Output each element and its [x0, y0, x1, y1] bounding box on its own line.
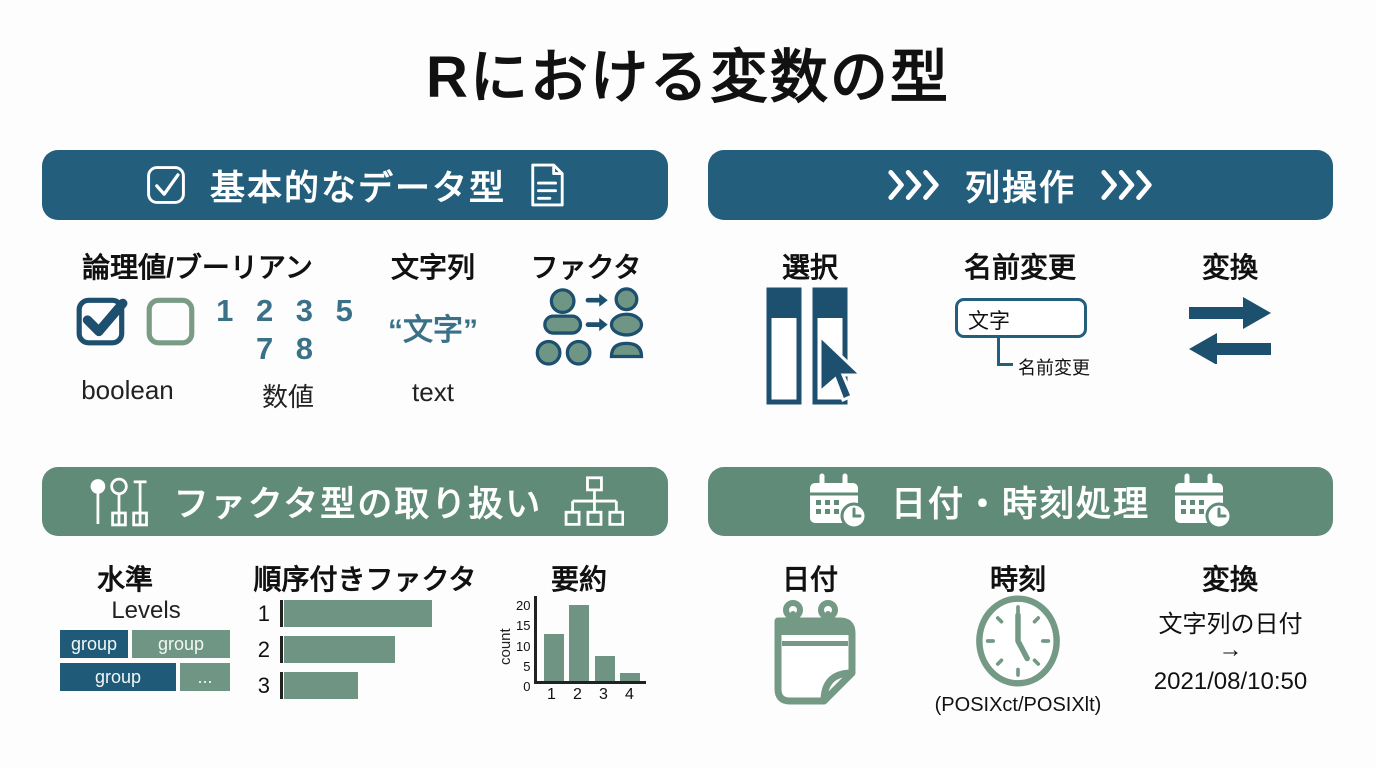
hbar-bar	[284, 600, 432, 627]
tick-label: 15	[516, 618, 531, 634]
date-heading: 日付	[781, 564, 838, 595]
summary-heading: 要約	[550, 564, 607, 595]
ordered-factor-chart: 1 2 3	[252, 600, 432, 699]
summary-bar	[594, 655, 615, 681]
levels-tag-row: group group	[60, 630, 230, 658]
ordered-factor-heading: 順序付きファクタ	[253, 564, 477, 595]
summary-bars	[534, 596, 647, 684]
tick-label: 2	[573, 686, 582, 703]
summary-bar	[569, 604, 590, 681]
convert-heading: 変換	[1201, 252, 1258, 283]
check-square-icon	[144, 163, 188, 207]
section-header-datetime-label: 日付・時刻処理	[890, 485, 1150, 524]
numeric-label: 数値	[261, 382, 314, 412]
level-tag: group	[60, 630, 128, 658]
boolean-heading: 論理値/ブーリアン	[82, 252, 313, 283]
summary-bar	[544, 634, 565, 681]
hbar-row: 1	[252, 600, 432, 627]
checked-checkbox-icon	[74, 292, 130, 348]
triple-chevron-right-icon	[885, 167, 943, 203]
rename-field: 文字	[955, 298, 1087, 338]
numeric-line2: 7 8	[255, 331, 321, 366]
hierarchy-icon	[564, 475, 625, 529]
tick-label: 0	[523, 679, 531, 694]
rename-connector-line	[997, 338, 1013, 366]
tick-label: 5	[523, 658, 531, 674]
calendar-clock-icon	[1172, 473, 1234, 531]
calendar-clock-icon	[807, 473, 869, 531]
levels-tags: group group group ...	[60, 630, 230, 691]
document-icon	[528, 162, 566, 208]
column-select-icon	[762, 284, 862, 412]
tick-label: 10	[516, 638, 531, 654]
sliders-icon	[86, 474, 152, 530]
string-label: text	[412, 377, 454, 407]
levels-tag-row: group ...	[60, 663, 230, 691]
section-header-basic-types: 基本的なデータ型	[42, 150, 668, 220]
hbar-category: 1	[257, 600, 270, 626]
page-title: Rにおける変数の型	[426, 45, 950, 110]
levels-heading: 水準	[96, 564, 153, 595]
string-heading: 文字列	[390, 252, 475, 283]
level-tag: ...	[180, 663, 230, 691]
rename-heading: 名前変更	[963, 252, 1076, 283]
summary-yticks: 20 15 10 5 0	[516, 598, 530, 694]
level-tag: group	[60, 663, 176, 691]
hbar-bar	[284, 672, 358, 699]
string-example: “文字”	[388, 314, 478, 347]
summary-ylabel: count	[497, 628, 514, 666]
time-caption: (POSIXct/POSIXlt)	[934, 694, 1102, 716]
hbar-bar	[284, 636, 395, 663]
select-heading: 選択	[781, 252, 838, 283]
calendar-icon	[762, 597, 858, 711]
section-header-colops-label: 列操作	[964, 168, 1076, 208]
section-header-basic-label: 基本的なデータ型	[209, 168, 506, 208]
levels-subheading: Levels	[111, 597, 181, 624]
tick-label: 3	[599, 686, 608, 703]
down-arrow-text: →	[1218, 636, 1243, 663]
checkbox-icons	[74, 292, 199, 348]
hbar-axis	[280, 636, 432, 663]
hbar-category: 3	[257, 672, 270, 698]
datetime-convert-heading: 変換	[1201, 564, 1258, 595]
clock-icon	[972, 592, 1064, 690]
convert-to-text: 2021/08/10:50	[1153, 668, 1308, 695]
factor-people-icon	[527, 284, 649, 384]
section-header-factor-label: ファクタ型の取り扱い	[173, 485, 543, 524]
numeric-example: 1 2 3 5 7 8	[213, 292, 363, 368]
section-header-datetime: 日付・時刻処理	[708, 467, 1333, 536]
section-header-column-ops: 列操作	[708, 150, 1333, 220]
hbar-category: 2	[257, 636, 270, 662]
time-heading: 時刻	[989, 564, 1046, 595]
tick-label: 1	[547, 686, 556, 703]
triple-chevron-right-icon	[1098, 167, 1156, 203]
factor-heading: ファクタ	[530, 252, 642, 283]
rename-callout: 名前変更	[1018, 358, 1090, 378]
summary-bar	[619, 672, 640, 681]
swap-arrows-icon	[1185, 294, 1275, 364]
numeric-line1: 1 2 3 5	[216, 293, 360, 328]
hbar-axis	[280, 672, 432, 699]
level-tag: group	[132, 630, 230, 658]
section-header-factor-handling: ファクタ型の取り扱い	[42, 467, 668, 536]
tick-label: 20	[516, 598, 531, 613]
tick-label: 4	[625, 686, 634, 703]
hbar-row: 3	[252, 672, 432, 699]
hbar-row: 2	[252, 636, 432, 663]
hbar-axis	[280, 600, 432, 627]
unchecked-checkbox-icon	[143, 292, 199, 348]
boolean-label: boolean	[81, 375, 174, 405]
convert-from-text: 文字列の日付	[1158, 611, 1303, 638]
